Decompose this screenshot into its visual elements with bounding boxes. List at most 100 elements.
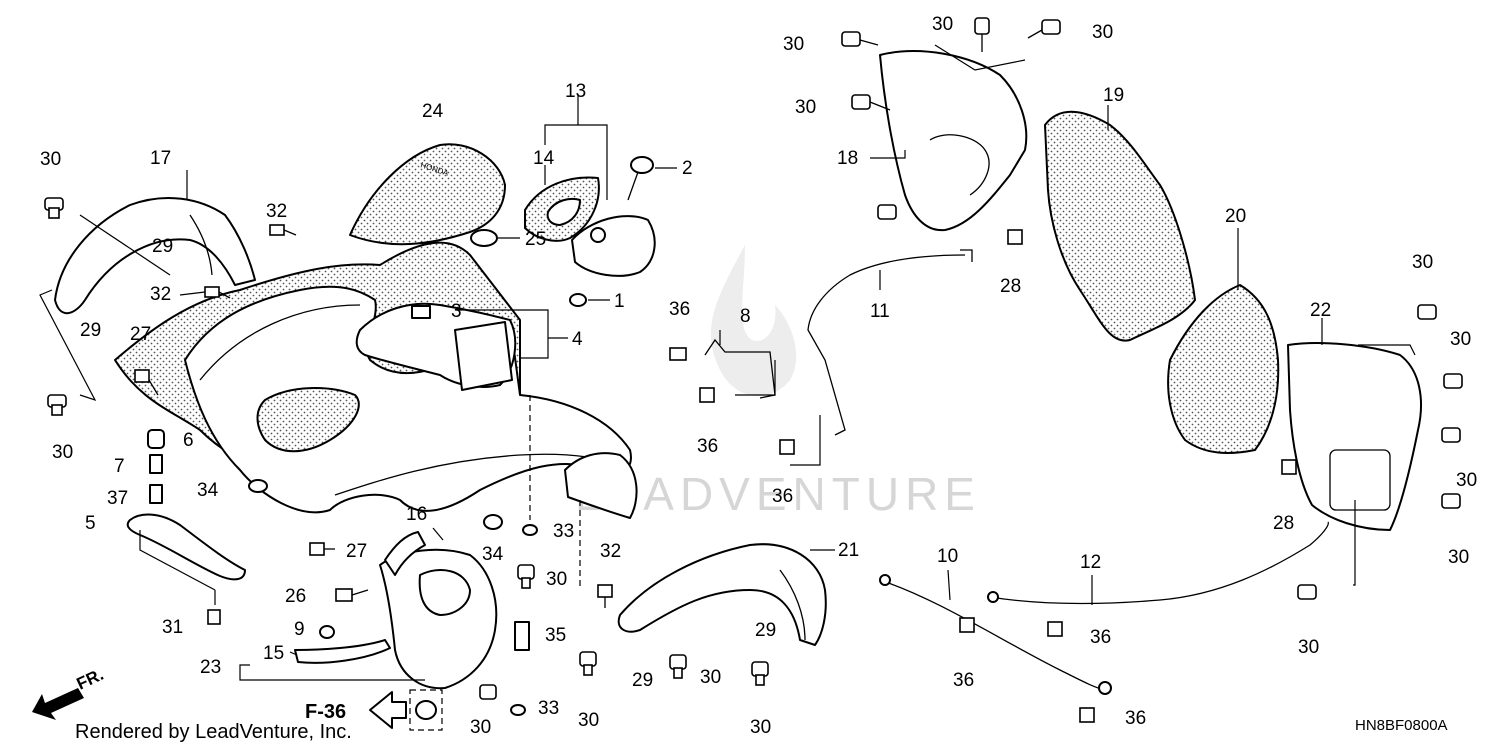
callout-label: 30 [578, 710, 599, 731]
mount-6 [147, 429, 165, 449]
screw-27-b [309, 542, 335, 556]
callout-label: 36 [669, 299, 690, 320]
screw-36-d [959, 617, 975, 633]
middle-group [704, 249, 1329, 695]
fastener-30-e [579, 651, 597, 676]
callout-label: 6 [183, 430, 194, 451]
panel-18-inner [929, 134, 990, 196]
fastener-30-o [1441, 427, 1461, 443]
callout-label: 33 [538, 698, 559, 719]
callout-label: 19 [1103, 85, 1124, 106]
key-stem [627, 171, 639, 201]
screw-28-a [1007, 229, 1023, 245]
callout-label: 20 [1225, 206, 1246, 227]
washer-33b [510, 704, 526, 716]
footer-text: Rendered by LeadVenture, Inc. [75, 721, 352, 743]
callouts: 30 17 29 32 29 32 27 30 6 7 37 34 5 31 2… [40, 14, 1477, 738]
cap-hole [590, 227, 606, 243]
nut-9 [319, 625, 335, 639]
reference-label: F-36 [305, 701, 346, 723]
callout-label: 32 [150, 284, 171, 305]
callout-label: 29 [152, 236, 173, 257]
callout-label: 34 [482, 544, 504, 565]
fastener-30-a [44, 197, 64, 219]
callout-label: 30 [783, 34, 804, 55]
strap-15 [294, 639, 391, 664]
collar-7 [149, 454, 163, 474]
splash-window [418, 569, 471, 616]
callout-label: 4 [572, 329, 583, 350]
front-fender-group: HONDA [54, 143, 827, 731]
callout-label: 13 [565, 81, 586, 102]
fastener-30-d [479, 684, 497, 700]
ref-box [409, 689, 443, 731]
callout-label: 26 [285, 586, 306, 607]
callout-label: 22 [1310, 300, 1331, 321]
fastener-30-m [1417, 304, 1437, 320]
fastener-30-i [974, 17, 990, 52]
fender-inner-line [199, 304, 361, 381]
callout-label: 8 [740, 306, 751, 327]
fastener-30-l [877, 204, 897, 220]
front-direction: FR. [32, 665, 107, 720]
fastener-30-n [1443, 373, 1463, 389]
front-arrow-icon [32, 688, 84, 720]
console-lid-window [546, 197, 581, 226]
callout-label: 30 [1298, 637, 1319, 658]
leader-lines [39, 44, 1416, 681]
callout-label: 14 [533, 148, 555, 169]
callout-label: 10 [937, 546, 958, 567]
fastener-30-q [1297, 584, 1317, 600]
callout-label: 30 [1456, 470, 1477, 491]
callout-label: 28 [1000, 276, 1021, 297]
cable-10-eye-a [879, 574, 891, 586]
screw-26 [335, 588, 369, 602]
callout-label: 30 [1412, 252, 1433, 273]
washer-33a [522, 524, 538, 536]
cable-10-eye-b [1098, 681, 1112, 695]
callout-label: 7 [114, 456, 125, 477]
panel-22 [1287, 342, 1422, 531]
callout-label: 17 [150, 148, 171, 169]
callout-label: 25 [525, 229, 546, 250]
fastener-30-b [47, 394, 67, 416]
ref-grommet [415, 700, 437, 720]
callout-label: 36 [1125, 708, 1146, 729]
panel-22-window [1329, 449, 1391, 511]
grommet-25 [470, 229, 498, 247]
callout-label: 33 [553, 521, 574, 542]
callout-label: 30 [1450, 329, 1471, 350]
screw-27-a [134, 369, 159, 396]
callout-label: 24 [422, 101, 444, 122]
callout-label: 28 [1273, 513, 1294, 534]
bracket-5 [126, 513, 246, 581]
callout-label: 15 [263, 643, 284, 664]
fastener-30-c [517, 564, 535, 589]
fastener-30-j [1027, 19, 1061, 39]
fender-flare-21-inner [779, 569, 806, 641]
top-cover [349, 143, 506, 246]
callout-label: 30 [932, 14, 953, 35]
callout-label: 30 [546, 569, 567, 590]
screw-28-b [1281, 459, 1297, 475]
fender-flare-21 [617, 543, 827, 646]
flame-logo [710, 245, 797, 397]
right-group [879, 50, 1422, 531]
fasteners [44, 17, 1463, 723]
fastener-30-h [841, 31, 879, 47]
callout-label: 30 [1448, 547, 1469, 568]
callout-label: 36 [697, 436, 718, 457]
callout-label: 29 [80, 320, 101, 341]
callout-label: 37 [107, 488, 128, 509]
fastener-30-p [1441, 493, 1461, 509]
callout-label: 1 [614, 291, 625, 312]
fastener-30-g [751, 661, 769, 686]
callout-label: 35 [545, 625, 566, 646]
watermark: LEADVENTURE [575, 245, 975, 520]
callout-label: 30 [700, 667, 721, 688]
cable-12-eye [987, 591, 999, 603]
callout-label: 27 [346, 541, 367, 562]
callout-label: 29 [632, 670, 653, 691]
clip-3 [411, 305, 431, 319]
callout-label: 12 [1080, 552, 1101, 573]
